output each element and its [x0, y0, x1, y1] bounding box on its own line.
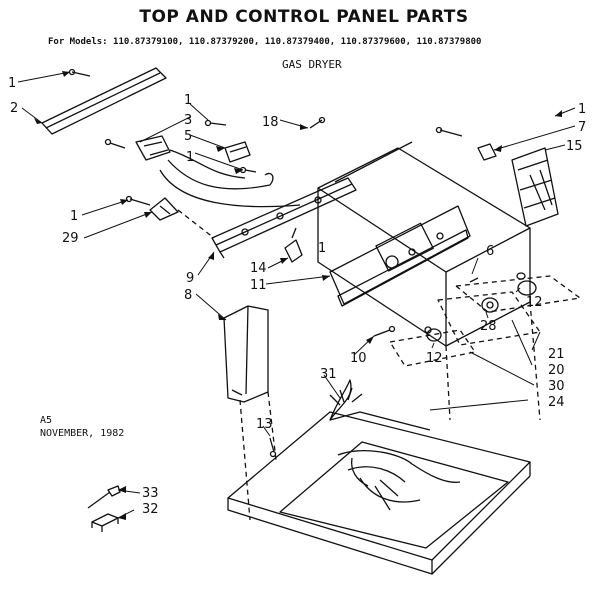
leader-lines — [17, 71, 576, 519]
part-wire-harness — [329, 379, 461, 511]
callout-label: 5 — [184, 129, 192, 144]
callout-label: 1 — [8, 76, 16, 91]
callout-label: 20 — [548, 363, 565, 378]
screw-part-1-right — [435, 126, 463, 137]
callout-label: 29 — [62, 231, 79, 246]
part-timer — [135, 135, 171, 161]
callout-label: 1 — [70, 209, 78, 224]
callout-label: 24 — [548, 395, 565, 410]
callout-label: 10 — [350, 351, 367, 366]
part-side-cover — [223, 305, 269, 403]
callout-label: 18 — [262, 115, 279, 130]
diagram-date: NOVEMBER, 1982 — [40, 428, 125, 439]
part-control-panel — [329, 205, 471, 307]
callout-label: 1 — [186, 150, 194, 165]
callout-label: 33 — [142, 486, 159, 501]
callout-label: 1 — [318, 241, 326, 256]
part-console-housing — [317, 141, 531, 347]
part-33-screw — [87, 485, 121, 509]
callout-label: 6 — [486, 244, 494, 259]
callout-label: 8 — [184, 288, 192, 303]
callout-label: 28 — [480, 319, 497, 334]
callout-label: 3 — [184, 113, 192, 128]
callout-label: 15 — [566, 139, 583, 154]
callout-label: 12 — [526, 295, 543, 310]
model-numbers: For Models: 110.87379100, 110.87379200, … — [48, 37, 482, 47]
callout-label: 30 — [548, 379, 565, 394]
callout-label: 2 — [10, 101, 18, 116]
part-15-bracket — [511, 147, 559, 227]
callout-label: 13 — [256, 417, 273, 432]
screw-part-13 — [269, 437, 277, 458]
callout-label: 12 — [426, 351, 443, 366]
page-title: TOP AND CONTROL PANEL PARTS — [139, 7, 469, 27]
part-trim-strip — [41, 67, 167, 135]
part-switch — [224, 141, 251, 163]
part-14 — [284, 227, 303, 263]
callout-label: 7 — [578, 120, 586, 135]
knob-group-outline — [389, 275, 581, 367]
alignment-lines — [177, 209, 541, 521]
callout-label: 14 — [250, 261, 267, 276]
callout-label: 1 — [184, 93, 192, 108]
part-clip-29 — [149, 197, 179, 221]
screw-part-18 — [309, 116, 326, 129]
leader-arrowheads — [34, 71, 562, 520]
callout-label: 1 — [578, 102, 586, 117]
callout-label: 21 — [548, 347, 565, 362]
screw-part-1-upper-left — [68, 68, 91, 77]
part-top-panel — [227, 411, 531, 575]
callout-label: 11 — [250, 278, 267, 293]
part-control-bracket — [211, 177, 357, 259]
screw-part-10 — [373, 325, 396, 337]
wire-harness-upper — [159, 149, 301, 208]
callout-label: 32 — [142, 502, 159, 517]
part-knob-center — [481, 297, 499, 313]
part-32-clip — [91, 513, 119, 532]
screw-part-1-mid-left — [104, 138, 126, 149]
part-clip-6 — [469, 277, 479, 283]
part-knob-right — [516, 272, 537, 296]
callout-label: 9 — [186, 271, 194, 286]
screw-part-1-center — [204, 119, 227, 127]
diagram-code: A5 — [40, 415, 53, 426]
part-7 — [477, 143, 497, 161]
callout-label: 31 — [320, 367, 337, 382]
screw-part-1-clip — [125, 195, 151, 206]
callout-labels: 1 2 3 5 1 1 18 1 7 15 29 1 9 14 11 8 6 1… — [8, 76, 586, 517]
dryer-type-label: GAS DRYER — [282, 58, 342, 71]
